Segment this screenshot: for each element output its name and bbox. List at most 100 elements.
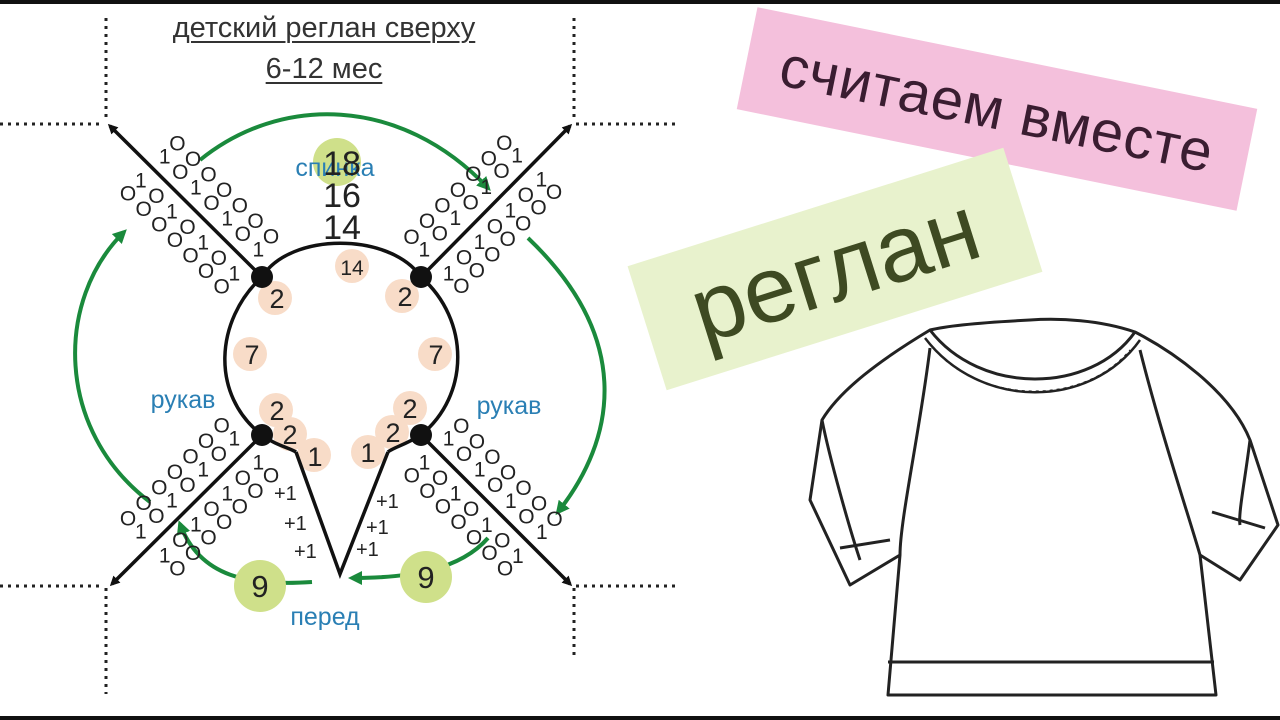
stitch-symbol: O (463, 191, 479, 214)
stitch-symbol: O (148, 505, 164, 528)
neckline (223, 241, 460, 579)
stitch-symbol: O (167, 229, 183, 252)
stitch-symbol: O (453, 275, 469, 298)
stitch-symbol: O (200, 526, 216, 549)
stitch-symbol: O (515, 212, 531, 235)
stitch-symbol: 1 (253, 452, 265, 475)
arrow-top (198, 112, 491, 191)
right-sleeve-count: 7 (428, 340, 443, 370)
increase-left-2: +1 (284, 513, 307, 535)
increase-marks: +1 +1 +1 +1 +1 +1 (274, 483, 399, 563)
increase-right-1: +1 (376, 491, 399, 513)
stitch-symbol: O (500, 462, 516, 485)
stitch-symbol: O (200, 164, 216, 187)
stitch-symbol: 1 (511, 144, 523, 167)
top-border (0, 0, 1280, 4)
right-lower-count-a: 2 (402, 394, 417, 424)
stitch-symbol: O (172, 161, 188, 184)
stitch-symbol: O (487, 474, 503, 497)
stitch-symbol: O (211, 247, 227, 270)
bottom-border (0, 716, 1280, 720)
stitch-symbol: O (172, 529, 188, 552)
stitch-symbol: O (185, 148, 201, 171)
badge-numbers: 14 2 2 7 7 2 2 1 2 2 1 9 9 (244, 257, 443, 604)
stitch-symbol: 1 (505, 200, 517, 223)
stitch-symbol: O (148, 185, 164, 208)
stitch-symbol: O (500, 228, 516, 251)
arrow-bottom-left (176, 520, 313, 585)
stitch-symbol: 1 (159, 145, 171, 168)
stitch-symbol: O (487, 215, 503, 238)
stitch-symbol: O (497, 558, 513, 581)
stitch-symbol: O (518, 184, 534, 207)
stitch-symbol: 1 (197, 232, 209, 255)
stitch-symbol: O (136, 198, 152, 221)
stitch-symbol: O (419, 480, 435, 503)
raglan-lines (107, 123, 573, 587)
stitch-symbols: 1O1O1O1OOOOOOO1O1O1O1OOOOOOO1O1O1O1OOOOO… (120, 132, 563, 581)
stitch-symbol: O (216, 511, 232, 534)
stitch-symbol: 1 (474, 459, 486, 482)
stitch-symbol: O (530, 197, 546, 220)
stitch-symbol: 1 (190, 514, 202, 537)
stitch-symbol: 1 (229, 263, 241, 286)
left-lower-count-b: 2 (282, 420, 297, 450)
label-sleeve-right: рукав (477, 392, 542, 420)
stitch-symbol: O (493, 160, 509, 183)
stitch-symbol: O (432, 467, 448, 490)
stitch-symbol: O (515, 477, 531, 500)
stitch-symbol: O (432, 223, 448, 246)
front-left-count: 9 (251, 569, 268, 604)
stitch-symbol: 1 (197, 459, 209, 482)
stitch-symbol: 1 (450, 483, 462, 506)
stitch-symbol: O (481, 542, 497, 565)
stitch-symbol: O (450, 179, 466, 202)
stitch-symbol: O (198, 260, 214, 283)
stitch-symbol: O (481, 148, 497, 171)
stitch-symbol: 1 (221, 207, 233, 230)
increase-left-1: +1 (274, 483, 297, 505)
stitch-symbol: O (136, 492, 152, 515)
stitch-symbol: 1 (443, 428, 455, 451)
stitch-symbol: 1 (474, 231, 486, 254)
stitch-symbol: O (263, 464, 279, 487)
stitch-symbol: O (167, 461, 183, 484)
left-lower-count-a: 2 (269, 396, 284, 426)
back-count-16: 16 (323, 177, 361, 215)
stitch-symbol: O (463, 498, 479, 521)
stitch-symbol: O (211, 443, 227, 466)
stitch-symbol: O (518, 505, 534, 528)
left-shoulder-count: 2 (269, 284, 284, 314)
stitch-symbol: O (203, 498, 219, 521)
stitch-symbol: O (419, 210, 435, 233)
stitch-symbol: O (403, 226, 419, 249)
stitch-symbol: O (496, 132, 512, 155)
left-sleeve-count: 7 (244, 340, 259, 370)
stitch-symbol: O (203, 192, 219, 215)
stitch-symbol: 1 (135, 521, 147, 544)
stitch-symbol: O (151, 477, 167, 500)
stitch-symbol: O (232, 195, 248, 218)
stitch-symbol: O (185, 542, 201, 565)
stitch-symbol: 1 (419, 238, 431, 261)
stitch-symbol: O (546, 508, 562, 531)
raglan-points (251, 266, 432, 446)
stitch-symbol: O (120, 182, 136, 205)
stitch-symbol: 1 (449, 207, 461, 230)
stitch-symbol: 1 (505, 490, 517, 513)
stitch-symbol: 1 (135, 170, 147, 193)
left-front-count: 1 (307, 442, 322, 472)
stitch-symbol: 1 (159, 545, 171, 568)
back-count-14: 14 (323, 209, 361, 247)
stitch-symbol: O (456, 443, 472, 466)
stitch-symbol: O (469, 259, 485, 282)
stitch-symbol: O (546, 181, 562, 204)
count-badges (233, 138, 452, 612)
stitch-symbol: O (247, 210, 263, 233)
stitch-symbol: O (456, 247, 472, 270)
stitch-symbol: O (151, 213, 167, 236)
stitch-symbol: O (247, 480, 263, 503)
stitch-symbol: O (404, 464, 420, 487)
stitch-symbol: O (214, 415, 230, 438)
